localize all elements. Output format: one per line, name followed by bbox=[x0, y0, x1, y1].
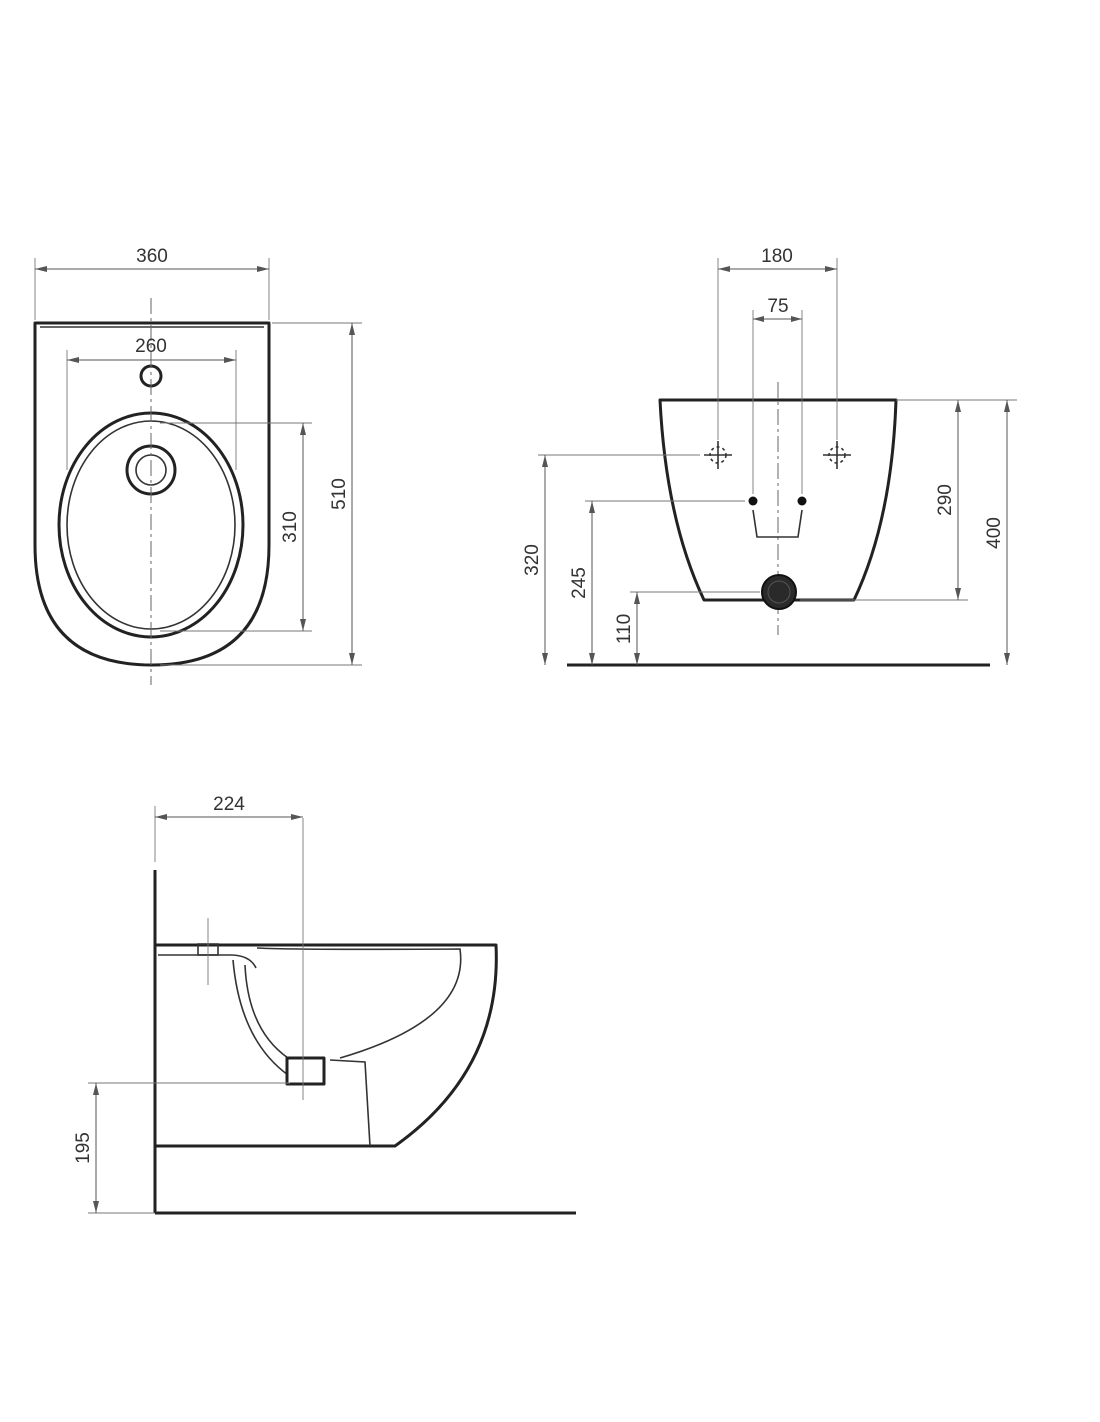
waste-outlet bbox=[761, 574, 797, 610]
dim-overall-width: 360 bbox=[136, 246, 168, 267]
dim-fixing-bolt-height: 320 bbox=[522, 544, 543, 576]
side-view-base bbox=[329, 1059, 371, 1147]
dim-overall-depth: 510 bbox=[329, 478, 350, 510]
water-connection-left bbox=[748, 496, 758, 506]
side-view-body bbox=[153, 943, 498, 1148]
dim-body-height: 290 bbox=[935, 484, 956, 516]
top-view: 360 260 310 510 bbox=[33, 246, 362, 685]
top-view-outline bbox=[33, 321, 271, 667]
fixing-bolt-right bbox=[823, 441, 851, 469]
side-view-inner-wall bbox=[232, 959, 289, 1076]
dim-tap-hole-spacing: 260 bbox=[135, 336, 167, 357]
side-view-rim bbox=[158, 954, 257, 969]
water-connection-right bbox=[797, 496, 807, 506]
dim-water-connection-spacing: 75 bbox=[767, 296, 788, 317]
dim-rim-height: 400 bbox=[984, 517, 1005, 549]
side-waste-outlet bbox=[285, 1056, 326, 1086]
water-connection-bracket bbox=[752, 509, 803, 538]
dim-outlet-height: 195 bbox=[73, 1132, 94, 1164]
rear-view: 180 75 320 245 110 290 bbox=[522, 246, 1017, 667]
dim-water-connection-height: 245 bbox=[569, 567, 590, 599]
side-view: 224 195 bbox=[73, 794, 576, 1215]
dim-outlet-distance-from-wall: 224 bbox=[213, 794, 245, 815]
dim-bowl-length: 310 bbox=[280, 511, 301, 543]
fixing-bolt-left bbox=[704, 441, 732, 469]
dim-waste-outlet-height: 110 bbox=[614, 614, 635, 644]
side-view-inner-wall-2 bbox=[244, 964, 289, 1059]
bowl-curve bbox=[256, 947, 462, 1059]
dim-fixing-bolt-spacing: 180 bbox=[761, 246, 793, 267]
